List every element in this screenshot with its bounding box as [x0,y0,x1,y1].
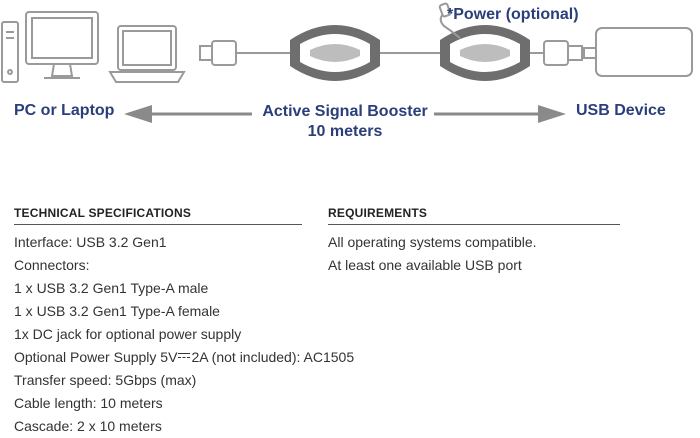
laptop-icon [108,25,186,83]
usb-device-icon [583,27,693,77]
power-supply-prefix: Optional Power Supply 5V [14,349,178,365]
booster-label-line1: Active Signal Booster [262,103,428,120]
booster-label: Active Signal Booster 10 meters [260,102,430,142]
spec-line: Connectors: [14,257,90,273]
spec-line-power-supply: Optional Power Supply 5V 2A (not included… [14,346,354,369]
booster-module-right-icon [440,25,530,81]
diagram-arrows [124,105,566,123]
spec-line: 1x DC jack for optional power supply [14,326,242,342]
spec-line: 1 x USB 3.2 Gen1 Type-A female [14,303,220,319]
diagram-illustration [1,2,693,83]
connection-diagram: *Power (optional) PC or Laptop Active Si… [0,0,700,160]
spec-line: Transfer speed: 5Gbps (max) [14,372,197,388]
left-arrow-icon [124,105,252,123]
usb-female-plug-icon [530,40,583,66]
usb-male-plug-icon [199,40,290,66]
right-arrow-icon [434,105,566,123]
power-supply-suffix: 2A (not included): AC1505 [191,349,355,365]
usb-device-label: USB Device [576,102,666,119]
requirement-line: At least one available USB port [328,257,522,273]
power-plug-icon [438,2,461,39]
technical-specifications-section: TECHNICAL SPECIFICATIONS Interface: USB … [14,206,354,438]
requirements-heading: REQUIREMENTS [328,206,620,225]
spec-line: Cable length: 10 meters [14,395,163,411]
spec-line: 1 x USB 3.2 Gen1 Type-A male [14,280,209,296]
dc-symbol-icon [178,352,191,360]
spec-line: Cascade: 2 x 10 meters [14,418,162,434]
requirements-section: REQUIREMENTS All operating systems compa… [328,206,620,277]
specs-heading: TECHNICAL SPECIFICATIONS [14,206,302,225]
booster-label-line2: 10 meters [307,123,383,140]
requirement-line: All operating systems compatible. [328,234,537,250]
booster-module-left-icon [290,25,380,81]
spec-line: Interface: USB 3.2 Gen1 [14,234,167,250]
desktop-pc-icon [1,11,99,83]
power-optional-label: *Power (optional) [447,6,579,23]
pc-laptop-label: PC or Laptop [14,102,115,119]
